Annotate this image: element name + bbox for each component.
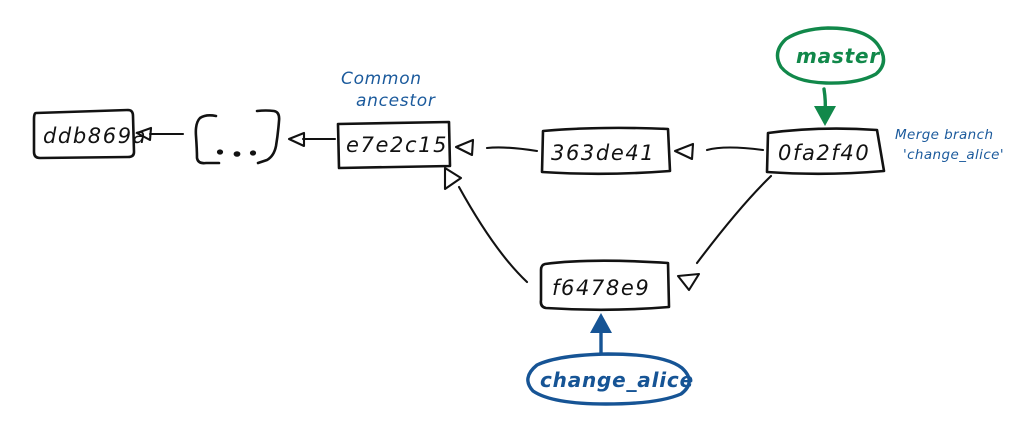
commit-label-0fa2f40: 0fa2f40 (778, 141, 870, 165)
ellipsis-dot-3 (249, 150, 257, 156)
commit-label-363de41: 363de41 (551, 141, 655, 165)
annotation-common-ancestor: Common ancestor (341, 69, 436, 111)
annotation-merge-message: Merge branch 'change_alice' (895, 127, 1004, 163)
branch-name-master: master (796, 44, 880, 68)
branch-pointer-change-alice (590, 313, 612, 355)
commit-label-f6478e9: f6478e9 (552, 276, 650, 300)
edge-363de41-to-e7e2c15 (454, 138, 539, 157)
commit-node-0fa2f40[interactable]: 0fa2f40 (765, 127, 886, 176)
edge-f6478e9-to-e7e2c15 (443, 166, 529, 284)
commit-node-e7e2c15[interactable]: e7e2c15 (336, 120, 452, 170)
branch-label-change-alice[interactable]: change_alice (526, 352, 694, 406)
edge-e7e2c15-to-ellipsis (287, 131, 337, 148)
commit-node-363de41[interactable]: 363de41 (540, 126, 672, 176)
edge-ellipsis-to-ddb869a (135, 126, 185, 142)
common-ancestor-line2: ancestor (356, 91, 436, 111)
branch-pointer-master (814, 87, 836, 126)
ellipsis-dot-2 (233, 151, 241, 157)
ellipsis-dot-1 (216, 149, 224, 155)
commit-label-ddb869a: ddb869a (43, 124, 147, 148)
edge-0fa2f40-to-363de41 (673, 142, 765, 161)
branch-label-master[interactable]: master (775, 26, 886, 85)
commit-node-f6478e9[interactable]: f6478e9 (539, 259, 671, 312)
merge-message-line2: 'change_alice' (903, 147, 1004, 163)
merge-message-line1: Merge branch (895, 127, 993, 143)
commit-node-ellipsis[interactable]: [ ... ] (194, 109, 281, 187)
commit-label-e7e2c15: e7e2c15 (346, 133, 448, 157)
branch-name-change-alice: change_alice (540, 368, 694, 392)
edge-0fa2f40-to-f6478e9 (676, 174, 773, 292)
common-ancestor-line1: Common (341, 69, 422, 89)
commit-node-ddb869a[interactable]: ddb869a (32, 108, 147, 160)
